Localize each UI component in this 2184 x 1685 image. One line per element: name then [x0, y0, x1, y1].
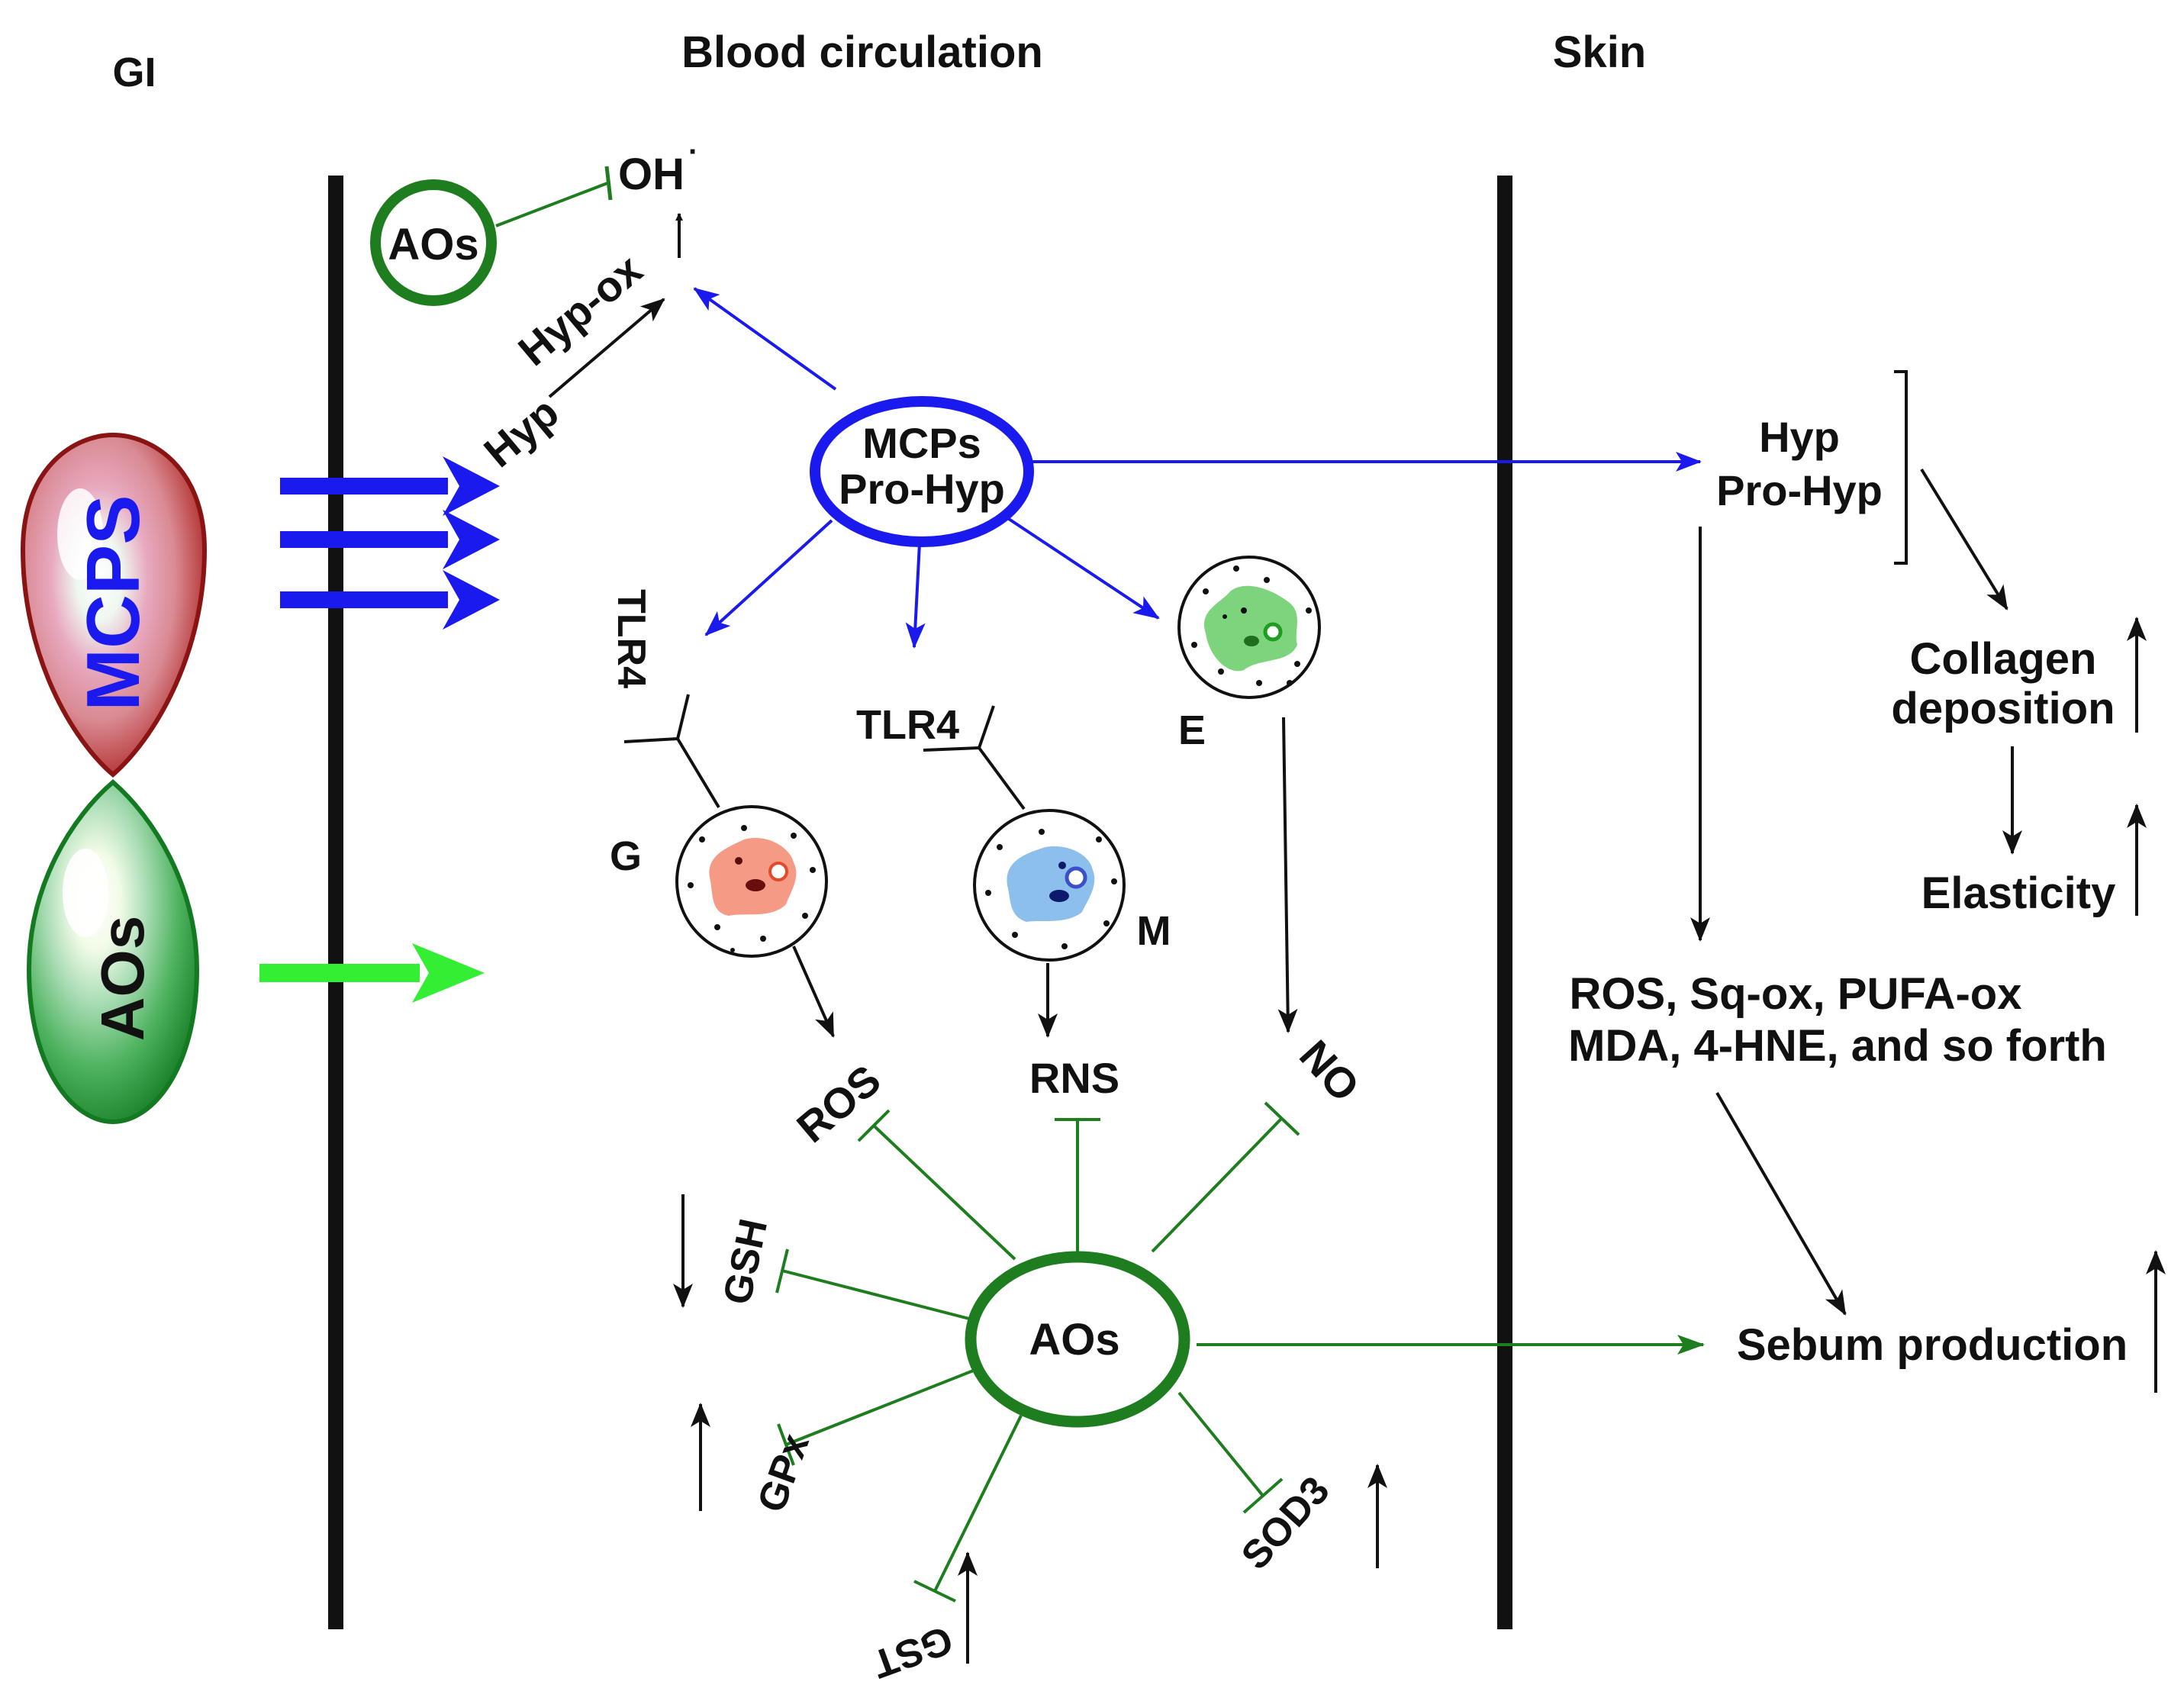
blood-skin-barrier: [1497, 176, 1512, 1629]
gst-label: GST: [866, 1617, 958, 1685]
eosinophil-cell: [1177, 556, 1321, 699]
mcps-to-tlr4-g-arrow: [704, 519, 833, 636]
aos-drop: [26, 779, 200, 1125]
hyp-ox-label: Hyp-ox: [509, 245, 651, 375]
aos-transport-arrow: [259, 943, 485, 1003]
skin-hyp-label: Hyp: [1759, 413, 1840, 461]
granulocyte-label: G: [610, 833, 642, 879]
collagen-label: Collagen: [1910, 634, 2097, 684]
tlr4-receptor-g: [623, 694, 720, 809]
skin-hyp-bracket: [1894, 370, 1908, 565]
eosinophil-label: E: [1178, 707, 1206, 753]
ros-blood-label: ROS: [788, 1055, 889, 1152]
aos-small-circle: [370, 179, 497, 306]
tlr4-mid-label: TLR4: [856, 702, 959, 748]
skin-header: Skin: [1553, 27, 1647, 77]
gpx-label: GPx: [749, 1428, 818, 1518]
aos-inhibits-oh: [495, 182, 608, 227]
oxidants-line1: ROS, Sq-ox, PUFA-ox: [1570, 969, 2022, 1019]
elasticity-label: Elasticity: [1921, 868, 2116, 918]
macrophage-cell: [973, 809, 1126, 962]
mcps-to-eosinophil-arrow: [1007, 517, 1160, 620]
oh-radical-dot: ·: [688, 135, 698, 169]
hyp-to-hyp-ox-arrow: [548, 298, 665, 398]
mcps-node-label: MCPs: [862, 419, 981, 467]
mcps-drop: [20, 432, 208, 778]
oxidants-line2: MDA, 4-HNE, and so forth: [1568, 1021, 2107, 1071]
blood-circulation-header: Blood circulation: [681, 27, 1043, 77]
mcps-to-oh-arrow: [693, 287, 837, 391]
oh-label: OH: [618, 150, 685, 199]
no-label: NO: [1290, 1031, 1369, 1111]
skin-pro-hyp-label: Pro-Hyp: [1716, 466, 1883, 514]
hyp-to-collagen-arrow: [1920, 468, 2008, 611]
gi-header: GI: [112, 50, 156, 95]
deposition-label: deposition: [1891, 684, 2115, 733]
oxidants-to-sebum-arrow: [1715, 1091, 1847, 1316]
aos-center-node: [965, 1251, 1190, 1428]
mcps-to-tlr4-m-arrow: [905, 543, 926, 649]
pro-hyp-node-label: Pro-Hyp: [839, 465, 1005, 513]
mcps-transport-arrows: [280, 456, 500, 630]
aos-inhibition-spokes: [775, 1101, 1300, 1603]
sebum-production-label: Sebum production: [1737, 1320, 2128, 1370]
g-to-ros-arrow: [792, 946, 835, 1038]
gi-blood-barrier: [328, 176, 343, 1629]
aos-small-label: AOs: [388, 220, 478, 269]
mcps-drop-label: MCPS: [71, 495, 155, 710]
tlr4-left-label: TLR4: [609, 589, 653, 688]
aos-center-label: AOs: [1029, 1315, 1119, 1364]
macrophage-label: M: [1137, 908, 1171, 954]
rns-label: RNS: [1029, 1054, 1119, 1102]
sod3-label: SOD3: [1233, 1468, 1338, 1578]
aos-drop-label: AOs: [89, 916, 156, 1042]
e-to-no-arrow: [1277, 717, 1298, 1033]
mcps-pro-hyp-node: [810, 396, 1034, 547]
tlr4-receptor-m: [923, 705, 1026, 810]
hyp-label: Hyp: [475, 388, 568, 476]
gsh-label: GSH: [715, 1215, 776, 1308]
granulocyte-cell: [675, 805, 828, 958]
